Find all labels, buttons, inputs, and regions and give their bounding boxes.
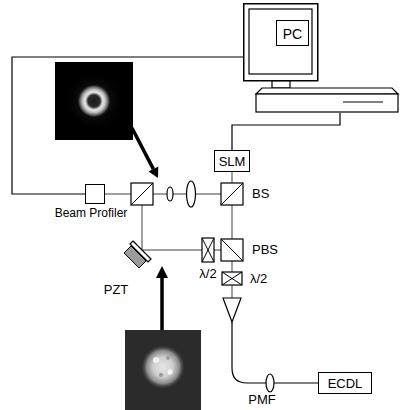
beam-halo — [64, 71, 124, 131]
lens — [187, 181, 196, 207]
box-label: ECDL — [328, 376, 363, 391]
beam-profiler-box: Beam Profiler — [85, 184, 105, 204]
computer-base-top — [256, 88, 398, 94]
box-label: SLM — [219, 154, 246, 169]
part-label: PBS — [252, 242, 278, 257]
beam-photo — [55, 62, 133, 140]
computer: PC — [243, 3, 400, 113]
part-label: PZT — [104, 282, 129, 297]
splitter-diagonal — [221, 183, 243, 205]
part-label: λ/2 — [250, 271, 267, 286]
splitter-diagonal — [221, 239, 243, 261]
monitor-screen — [249, 9, 312, 74]
donut-beam — [77, 84, 111, 118]
part-label: PMF — [248, 392, 275, 407]
beam-splitter — [221, 183, 243, 205]
arrow-head — [156, 266, 168, 278]
box-label: Beam Profiler — [55, 206, 128, 221]
splitter-diagonal — [131, 183, 153, 205]
half-wave-plate-mark — [202, 238, 214, 262]
part-label: BS — [252, 186, 269, 201]
cable — [12, 57, 243, 194]
computer-outline — [243, 3, 400, 113]
polarizing-beam-splitter — [221, 239, 243, 261]
lens — [167, 187, 173, 201]
beam-photo — [125, 330, 201, 410]
speckle — [153, 357, 159, 363]
screen-label: PC — [276, 20, 309, 46]
speckle — [166, 356, 170, 360]
pointer-arrow — [132, 128, 153, 169]
beam-splitter — [131, 183, 153, 205]
half-wave-plate — [202, 238, 214, 262]
half-wave-plate-mark — [222, 272, 242, 285]
cable — [232, 113, 340, 150]
fiber-lens — [266, 374, 274, 392]
part-label: λ/2 — [199, 266, 216, 281]
monitor-stand — [272, 81, 290, 88]
speckle — [159, 373, 163, 377]
pointer-arrow — [160, 277, 164, 330]
optical-fiber — [232, 322, 318, 383]
computer-base — [256, 94, 398, 112]
half-wave-plate — [222, 272, 242, 285]
laser-box: ECDL — [318, 372, 372, 394]
slm-box: SLM — [214, 150, 251, 172]
speckle-beam — [141, 345, 185, 389]
speckle — [168, 370, 173, 375]
mirror — [130, 241, 151, 262]
drive-slot — [343, 102, 383, 103]
fiber-collimator — [223, 298, 241, 322]
monitor-frame — [244, 4, 318, 81]
arrow-head — [149, 167, 159, 178]
